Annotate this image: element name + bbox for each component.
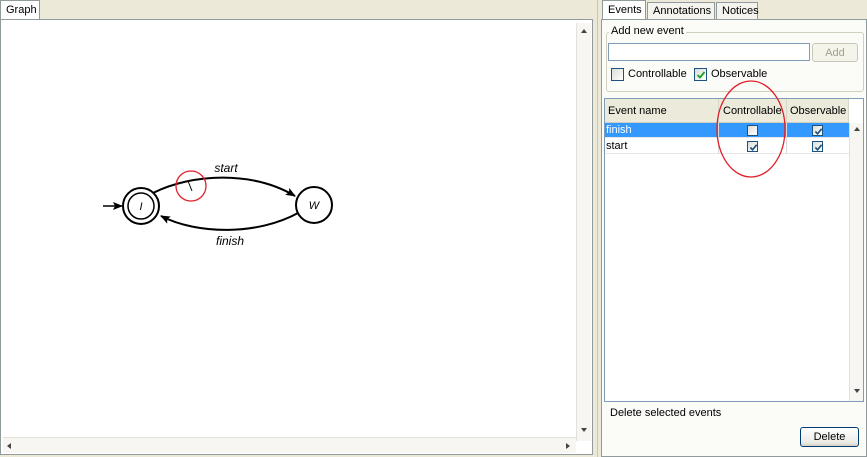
new-event-input[interactable] [608,43,810,61]
observable-checkbox-label: Observable [711,68,768,80]
scroll-right-icon[interactable] [566,443,570,449]
table-row[interactable]: start [605,139,849,154]
table-scroll-down-icon[interactable] [854,389,860,393]
checkmark-icon [749,144,757,151]
row-controllable-checkbox[interactable] [746,125,758,136]
delete-events-group: Delete selected events Delete [604,404,866,456]
row-observable-cell [787,139,849,154]
delete-group-label: Delete selected events [608,407,724,419]
table-scroll-up-icon[interactable] [854,127,860,131]
row-event-name: start [605,139,719,154]
row-observable-checkbox[interactable] [812,125,823,136]
graph-pane: Graph I [0,0,593,455]
edge-finish[interactable] [160,212,299,231]
state-W[interactable]: W [295,186,333,224]
uncontrollable-tick [187,180,193,192]
graph-frame: I W start finish [0,19,593,455]
table-vertical-scrollbar[interactable] [849,123,863,401]
annotation-circle [175,170,207,202]
column-header-event-name[interactable]: Event name [605,99,719,123]
row-controllable-cell [719,139,787,154]
observable-checkbox[interactable] [694,68,707,81]
delete-button[interactable]: Delete [800,427,859,447]
graph-canvas[interactable]: I W start finish [3,23,575,440]
graph-vertical-scrollbar[interactable] [576,23,591,441]
tab-annotations[interactable]: Annotations [647,2,715,19]
checkmark-icon [696,71,706,79]
edge-start[interactable] [152,176,296,197]
scroll-down-icon[interactable] [581,428,587,432]
events-panel: Add new event Add Controllable Observabl… [601,19,867,457]
state-I[interactable]: I [122,187,160,225]
add-button[interactable]: Add [812,43,858,62]
table-row[interactable]: finish [605,123,849,138]
column-header-observable[interactable]: Observable [787,99,849,123]
events-table[interactable]: Event name Controllable Observable finis… [604,80,864,402]
add-event-group-label: Add new event [609,25,686,37]
scroll-left-icon[interactable] [7,443,11,449]
row-controllable-checkbox[interactable] [746,141,758,152]
tab-graph[interactable]: Graph [0,0,40,20]
row-observable-cell [787,123,849,138]
row-observable-checkbox[interactable] [812,141,823,152]
scroll-up-icon[interactable] [581,29,587,33]
row-event-name: finish [605,123,719,138]
add-event-group [606,32,864,92]
edge-label-finish[interactable]: finish [216,234,244,248]
row-controllable-cell [719,123,787,138]
annotation-ellipse [716,80,786,178]
events-pane: Events Annotations Notices Add new event… [601,0,867,457]
state-label-I: I [139,201,142,213]
tab-events[interactable]: Events [602,0,646,20]
controllable-checkbox-label: Controllable [628,68,687,80]
checkmark-icon [814,128,823,135]
tab-notices[interactable]: Notices [716,2,759,19]
controllable-checkbox[interactable] [611,68,624,81]
pane-splitter[interactable] [597,0,601,457]
automaton-diagram[interactable]: I W start finish [3,23,575,440]
graph-horizontal-scrollbar[interactable] [3,437,576,453]
edge-label-start[interactable]: start [214,161,238,175]
column-header-controllable[interactable]: Controllable [719,99,787,123]
state-label-W: W [309,200,321,212]
checkmark-icon [814,144,823,151]
